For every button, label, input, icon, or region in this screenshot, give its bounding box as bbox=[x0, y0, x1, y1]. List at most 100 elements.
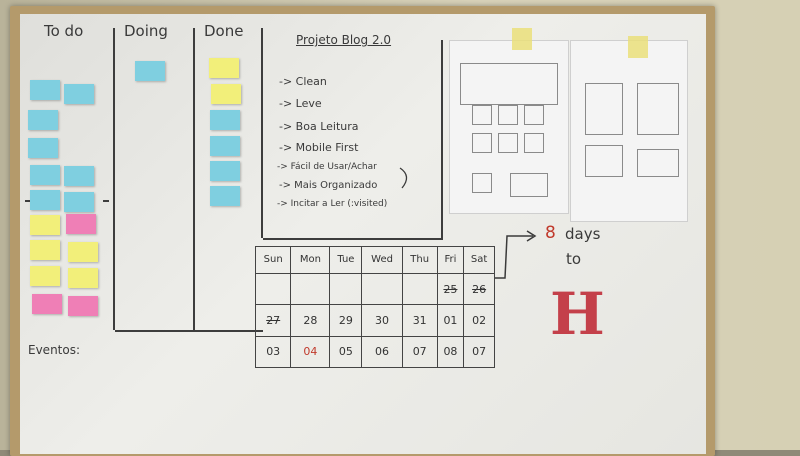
calendar-date: 02 bbox=[463, 304, 495, 337]
column-title-todo: To do bbox=[44, 22, 84, 40]
wireframe-block bbox=[510, 173, 548, 197]
sticky-note bbox=[64, 84, 94, 104]
sticky-note bbox=[30, 266, 60, 286]
wireframe-block bbox=[637, 83, 679, 135]
sticky-note bbox=[64, 166, 94, 186]
countdown-to-label: to bbox=[566, 250, 582, 268]
calendar-date: 04 bbox=[290, 335, 331, 369]
divider-line bbox=[261, 28, 263, 238]
column-title-done: Done bbox=[204, 22, 244, 40]
calendar-date bbox=[254, 272, 292, 306]
wireframe-block bbox=[472, 173, 492, 193]
sticky-note bbox=[30, 240, 60, 260]
calendar-date: 25 bbox=[436, 272, 465, 306]
calendar-date bbox=[401, 272, 438, 306]
calendar-date: 07 bbox=[463, 335, 495, 369]
blog-item: -> Incitar a Ler (:visited) bbox=[277, 199, 388, 209]
calendar-date: 08 bbox=[436, 335, 465, 369]
sticky-note bbox=[64, 192, 94, 212]
blog-title: Projeto Blog 2.0 bbox=[296, 33, 392, 47]
wireframe-printout bbox=[449, 40, 569, 214]
calendar-date: 05 bbox=[329, 335, 363, 369]
calendar-date: 03 bbox=[254, 335, 292, 369]
divider-line bbox=[441, 40, 443, 240]
wireframe-block bbox=[524, 105, 544, 125]
calendar-date: 26 bbox=[463, 272, 495, 306]
curved-arrow-icon bbox=[399, 167, 408, 189]
blog-item: -> Clean bbox=[279, 75, 327, 88]
blog-item: -> Leve bbox=[279, 97, 322, 110]
calendar-day-header: Mon bbox=[290, 246, 331, 274]
sticky-note bbox=[210, 186, 240, 206]
divider-line bbox=[263, 238, 441, 240]
tape bbox=[628, 36, 648, 58]
calendar-date bbox=[290, 272, 331, 306]
calendar-date: 07 bbox=[401, 335, 438, 369]
calendar-day-header: Wed bbox=[361, 246, 403, 274]
sticky-note bbox=[30, 215, 60, 235]
sticky-note bbox=[68, 268, 98, 288]
calendar-table: Sun Mon Tue Wed Thu Fri Sat 25 26 27 28 … bbox=[254, 246, 495, 369]
sticky-note bbox=[210, 110, 240, 130]
calendar-date bbox=[329, 272, 363, 306]
sticky-note bbox=[30, 165, 60, 185]
sticky-note bbox=[32, 294, 62, 314]
sticky-note bbox=[209, 58, 239, 78]
divider-line bbox=[115, 330, 263, 332]
events-label: Eventos: bbox=[28, 343, 81, 357]
calendar-day-header: Sun bbox=[254, 246, 292, 274]
sticky-note bbox=[30, 190, 60, 210]
countdown-letter: H bbox=[550, 280, 605, 348]
divider-line bbox=[103, 200, 109, 202]
countdown-days-label: days bbox=[565, 225, 601, 243]
calendar-date: 06 bbox=[361, 335, 403, 369]
sticky-note bbox=[66, 214, 96, 234]
calendar-week-row: 27 28 29 30 31 01 02 bbox=[254, 304, 495, 337]
blog-item: -> Boa Leitura bbox=[279, 120, 359, 133]
wireframe-block bbox=[585, 145, 623, 177]
sticky-note bbox=[30, 80, 60, 100]
calendar-date: 01 bbox=[436, 304, 465, 337]
wireframe-block bbox=[498, 133, 518, 153]
calendar-date: 29 bbox=[329, 304, 363, 337]
calendar-day-header: Thu bbox=[401, 246, 438, 274]
sticky-note bbox=[211, 84, 241, 104]
column-title-doing: Doing bbox=[124, 22, 168, 40]
calendar-date: 30 bbox=[361, 304, 403, 337]
divider-line bbox=[25, 200, 31, 202]
wireframe-block bbox=[637, 149, 679, 177]
blog-item: -> Mais Organizado bbox=[279, 180, 378, 191]
calendar-week-row: 03 04 05 06 07 08 07 bbox=[254, 335, 495, 369]
calendar-day-header: Fri bbox=[436, 246, 465, 274]
sticky-note bbox=[210, 161, 240, 181]
wireframe-printout bbox=[570, 40, 688, 222]
sticky-note bbox=[68, 296, 98, 316]
calendar-header-row: Sun Mon Tue Wed Thu Fri Sat bbox=[254, 246, 495, 274]
calendar: Sun Mon Tue Wed Thu Fri Sat 25 26 27 28 … bbox=[254, 246, 495, 369]
wireframe-block bbox=[585, 83, 623, 135]
wireframe-block bbox=[460, 63, 558, 105]
blog-item: -> Fácil de Usar/Achar bbox=[277, 162, 377, 172]
sticky-note bbox=[68, 242, 98, 262]
blog-item: -> Mobile First bbox=[279, 141, 359, 154]
sticky-note bbox=[28, 138, 58, 158]
sticky-note bbox=[210, 136, 240, 156]
calendar-day-header: Tue bbox=[329, 246, 363, 274]
calendar-day-header: Sat bbox=[463, 246, 495, 274]
divider-line bbox=[193, 28, 195, 330]
arrow-icon bbox=[495, 230, 537, 279]
countdown-number: 8 bbox=[545, 223, 556, 243]
sticky-note bbox=[135, 61, 165, 81]
wireframe-block bbox=[472, 105, 492, 125]
tape bbox=[512, 28, 532, 50]
calendar-date: 27 bbox=[254, 304, 292, 337]
calendar-week-row: 25 26 bbox=[254, 272, 495, 306]
wireframe-block bbox=[524, 133, 544, 153]
divider-line bbox=[113, 28, 115, 330]
calendar-date: 28 bbox=[290, 304, 331, 337]
wireframe-block bbox=[472, 133, 492, 153]
calendar-date: 31 bbox=[401, 304, 438, 337]
sticky-note bbox=[28, 110, 58, 130]
wireframe-block bbox=[498, 105, 518, 125]
calendar-date bbox=[361, 272, 403, 306]
